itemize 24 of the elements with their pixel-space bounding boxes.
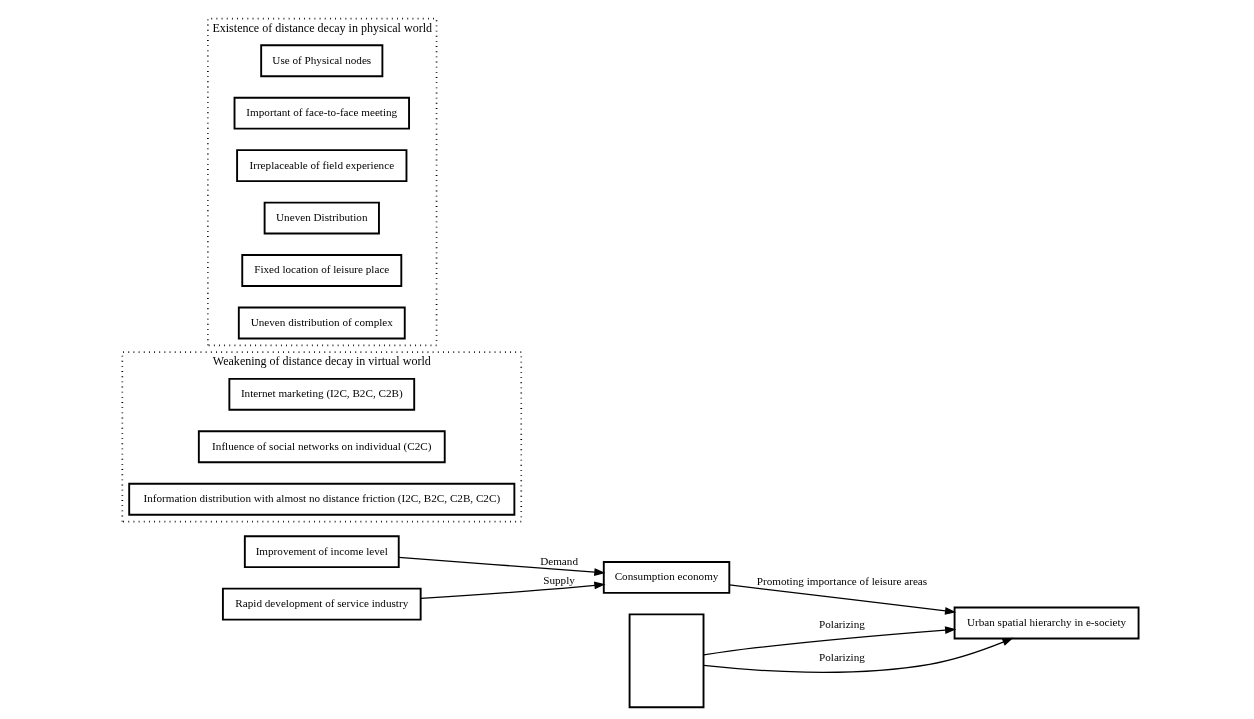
node-box: Rapid development of service industry [221,587,422,621]
node-box: Use of Physical nodes [260,44,384,78]
node-box: Uneven Distribution [263,201,380,235]
arrow [398,556,606,576]
node-box: Consumption economy [602,561,731,594]
arrow [420,581,606,600]
node-box: Important of face-to-face meeting [233,96,410,130]
node-box: Influence of social networks on individual (C2C) [197,430,446,464]
arrow [702,637,1014,673]
arrow [728,584,957,615]
edge-label: Promoting importance of leisure areas [756,574,928,587]
node-box: Information distribution with almost no distance friction (I2C, B2C, C2B, C2C) [128,482,516,516]
node-box: Urban spatial hierarchy in e-society [953,606,1140,640]
edge-label: Supply [543,573,575,586]
edge-label: Polarizing [819,651,865,664]
node-box [628,613,705,709]
node-box: Uneven distribution of complex [237,306,406,340]
edge-label: Polarizing [819,617,865,630]
node-box: Improvement of income level [243,535,400,569]
node-box: Irreplaceable of field experience [236,149,408,183]
edge-label: Demand [540,554,578,567]
arrow [703,626,957,656]
node-box: Fixed location of leisure place [241,254,403,287]
node-box: Internet marketing (I2C, B2C, C2B) [228,377,416,411]
